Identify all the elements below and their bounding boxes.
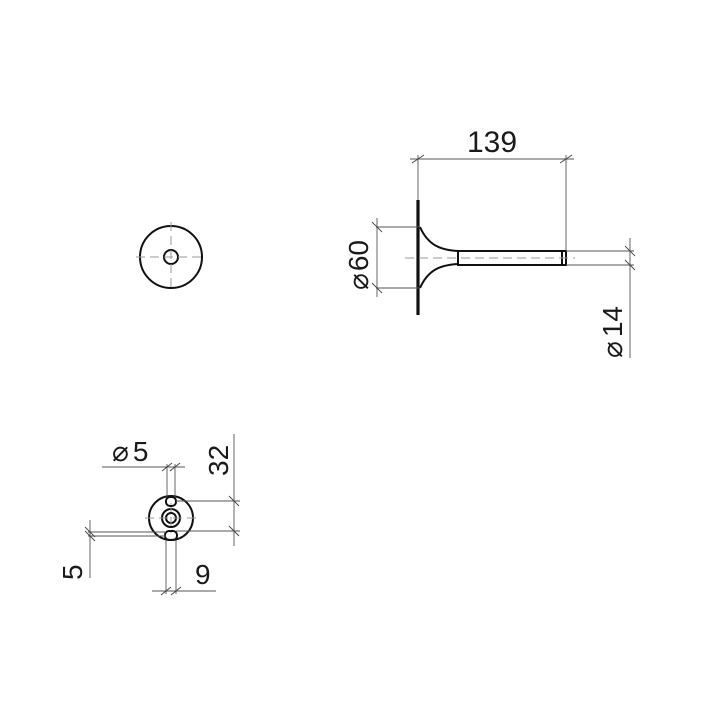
dimension-length: 139 [410, 126, 574, 251]
front-view-rosette [136, 222, 206, 292]
dimension-offset-left: 5 [57, 520, 166, 580]
diameter-symbol: ⌀ [597, 341, 628, 358]
rosette-diameter-value: 60 [343, 240, 374, 271]
offset-left-value: 5 [57, 564, 88, 580]
flare-bottom [419, 263, 459, 289]
dimension-offset-bottom: 9 [152, 540, 216, 596]
svg-text:⌀60: ⌀ 60 [343, 240, 374, 290]
screw-hole-top [165, 496, 177, 507]
mounting-plate-detail: ⌀5 32 5 [57, 434, 240, 596]
spindle-diameter-value: 14 [597, 306, 628, 337]
dimension-hole-diameter: ⌀5 [102, 436, 185, 497]
dimension-spindle-diameter: ⌀ 14 [566, 238, 636, 358]
dimension-hole-spacing: 32 [176, 434, 240, 546]
dimension-rosette-diameter: ⌀ 60 [343, 218, 420, 297]
diameter-symbol: ⌀ [343, 273, 374, 290]
svg-text:⌀5: ⌀5 [112, 436, 148, 467]
length-value: 139 [467, 126, 517, 159]
svg-text:⌀14: ⌀ 14 [597, 306, 628, 358]
diameter-symbol: ⌀ [112, 436, 129, 467]
screw-hole-bottom [164, 530, 178, 541]
offset-bottom-value: 9 [195, 559, 211, 590]
hole-spacing-value: 32 [203, 445, 234, 476]
side-view-handle: 139 ⌀ 60 ⌀ 14 [343, 126, 636, 358]
flare-top [419, 226, 459, 252]
hole-diameter-value: 5 [133, 436, 149, 467]
